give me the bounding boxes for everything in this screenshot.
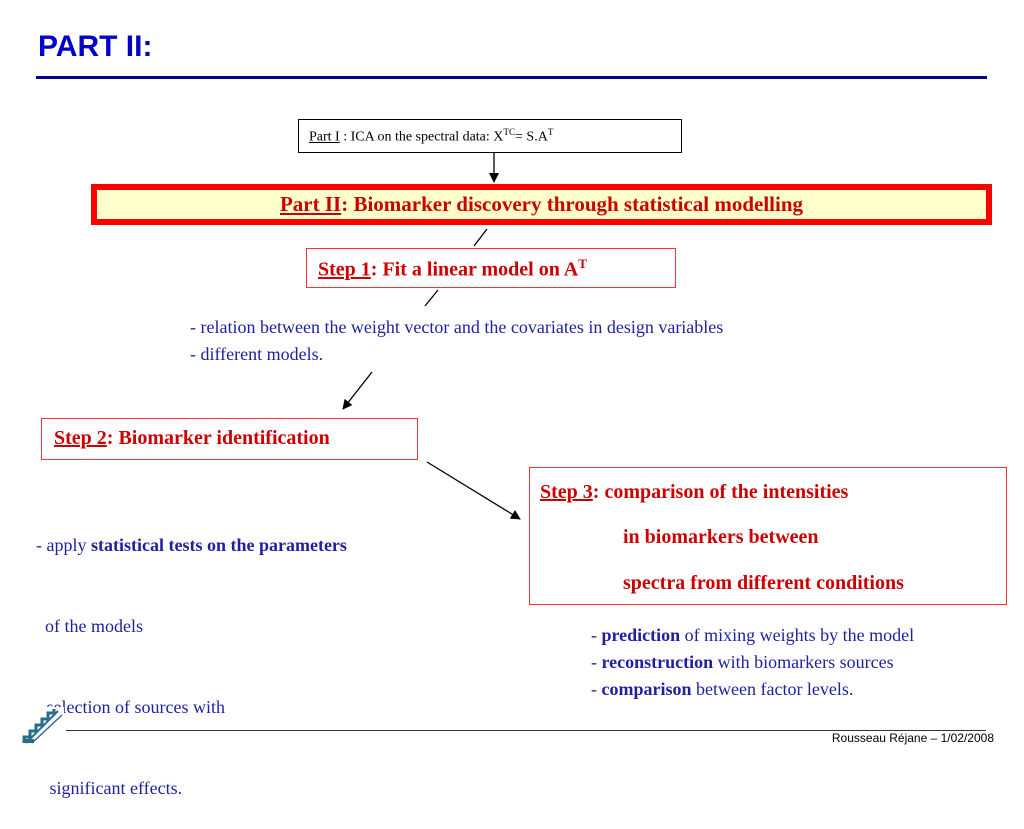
page-title: PART II: <box>38 30 153 63</box>
connector-part2-to-step1 <box>473 228 488 247</box>
step3-note: - comparison between factor levels. <box>591 679 854 699</box>
step2-note: of the models <box>36 616 143 636</box>
step2-notes: - apply statistical tests on the paramet… <box>36 478 347 829</box>
step2-note: - selection of sources with <box>36 697 225 717</box>
arrow-notes-to-step2 <box>342 371 373 410</box>
step3-line2: in biomarkers between <box>623 526 819 548</box>
step3-notes: - prediction of mixing weights by the mo… <box>591 622 914 703</box>
title-divider <box>36 76 987 79</box>
footer-author-date: Rousseau Réjane – 1/02/2008 <box>831 731 994 745</box>
step3-line3: spectra from different conditions <box>623 572 904 594</box>
step3-box: Step 3: comparison of the intensities in… <box>529 467 1007 605</box>
step3-line1: Step 3: comparison of the intensities <box>540 481 849 503</box>
part2-banner-inner: Part II: Biomarker discovery through sta… <box>97 190 986 219</box>
step1-box: Step 1: Fit a linear model on AT <box>306 248 676 288</box>
step1-note: - relation between the weight vector and… <box>190 317 724 337</box>
step1-sup: T <box>578 256 587 271</box>
part1-sup-t: T <box>547 127 554 137</box>
flow-connectors <box>342 153 521 520</box>
part1-mid: = S.A <box>515 129 548 145</box>
step1-text: : Fit a linear model on A <box>370 258 579 281</box>
part1-sup-tc: TC <box>503 127 516 137</box>
part2-banner: Part II: Biomarker discovery through sta… <box>91 184 992 225</box>
staircase-logo-icon <box>22 707 64 745</box>
step3-note: - prediction of mixing weights by the mo… <box>591 625 915 645</box>
step3-label: Step 3 <box>540 481 593 503</box>
connector-step1-to-notes <box>424 289 439 307</box>
step1-note: - different models. <box>190 344 324 364</box>
step1-notes: - relation between the weight vector and… <box>190 314 723 368</box>
arrow-step2-to-step3 <box>426 461 521 520</box>
part1-text: : ICA on the spectral data: X <box>339 129 504 145</box>
step2-label: Step 2 <box>54 427 107 449</box>
step2-note-bold: statistical tests on the parameters <box>90 535 347 555</box>
footer-divider <box>66 730 986 731</box>
step2-note: significant effects. <box>36 778 183 798</box>
part2-label: Part II <box>279 192 342 216</box>
step2-note: - apply statistical tests on the paramet… <box>36 535 347 555</box>
step2-text: : Biomarker identification <box>106 427 330 449</box>
step2-box: Step 2: Biomarker identification <box>41 418 418 460</box>
step1-label: Step 1 <box>318 258 371 281</box>
part1-box: Part I : ICA on the spectral data: XTC= … <box>298 119 682 153</box>
step3-note: - reconstruction with biomarkers sources <box>591 652 894 672</box>
part1-label: Part I <box>309 129 340 145</box>
part2-text: : Biomarker discovery through statistica… <box>341 192 804 216</box>
